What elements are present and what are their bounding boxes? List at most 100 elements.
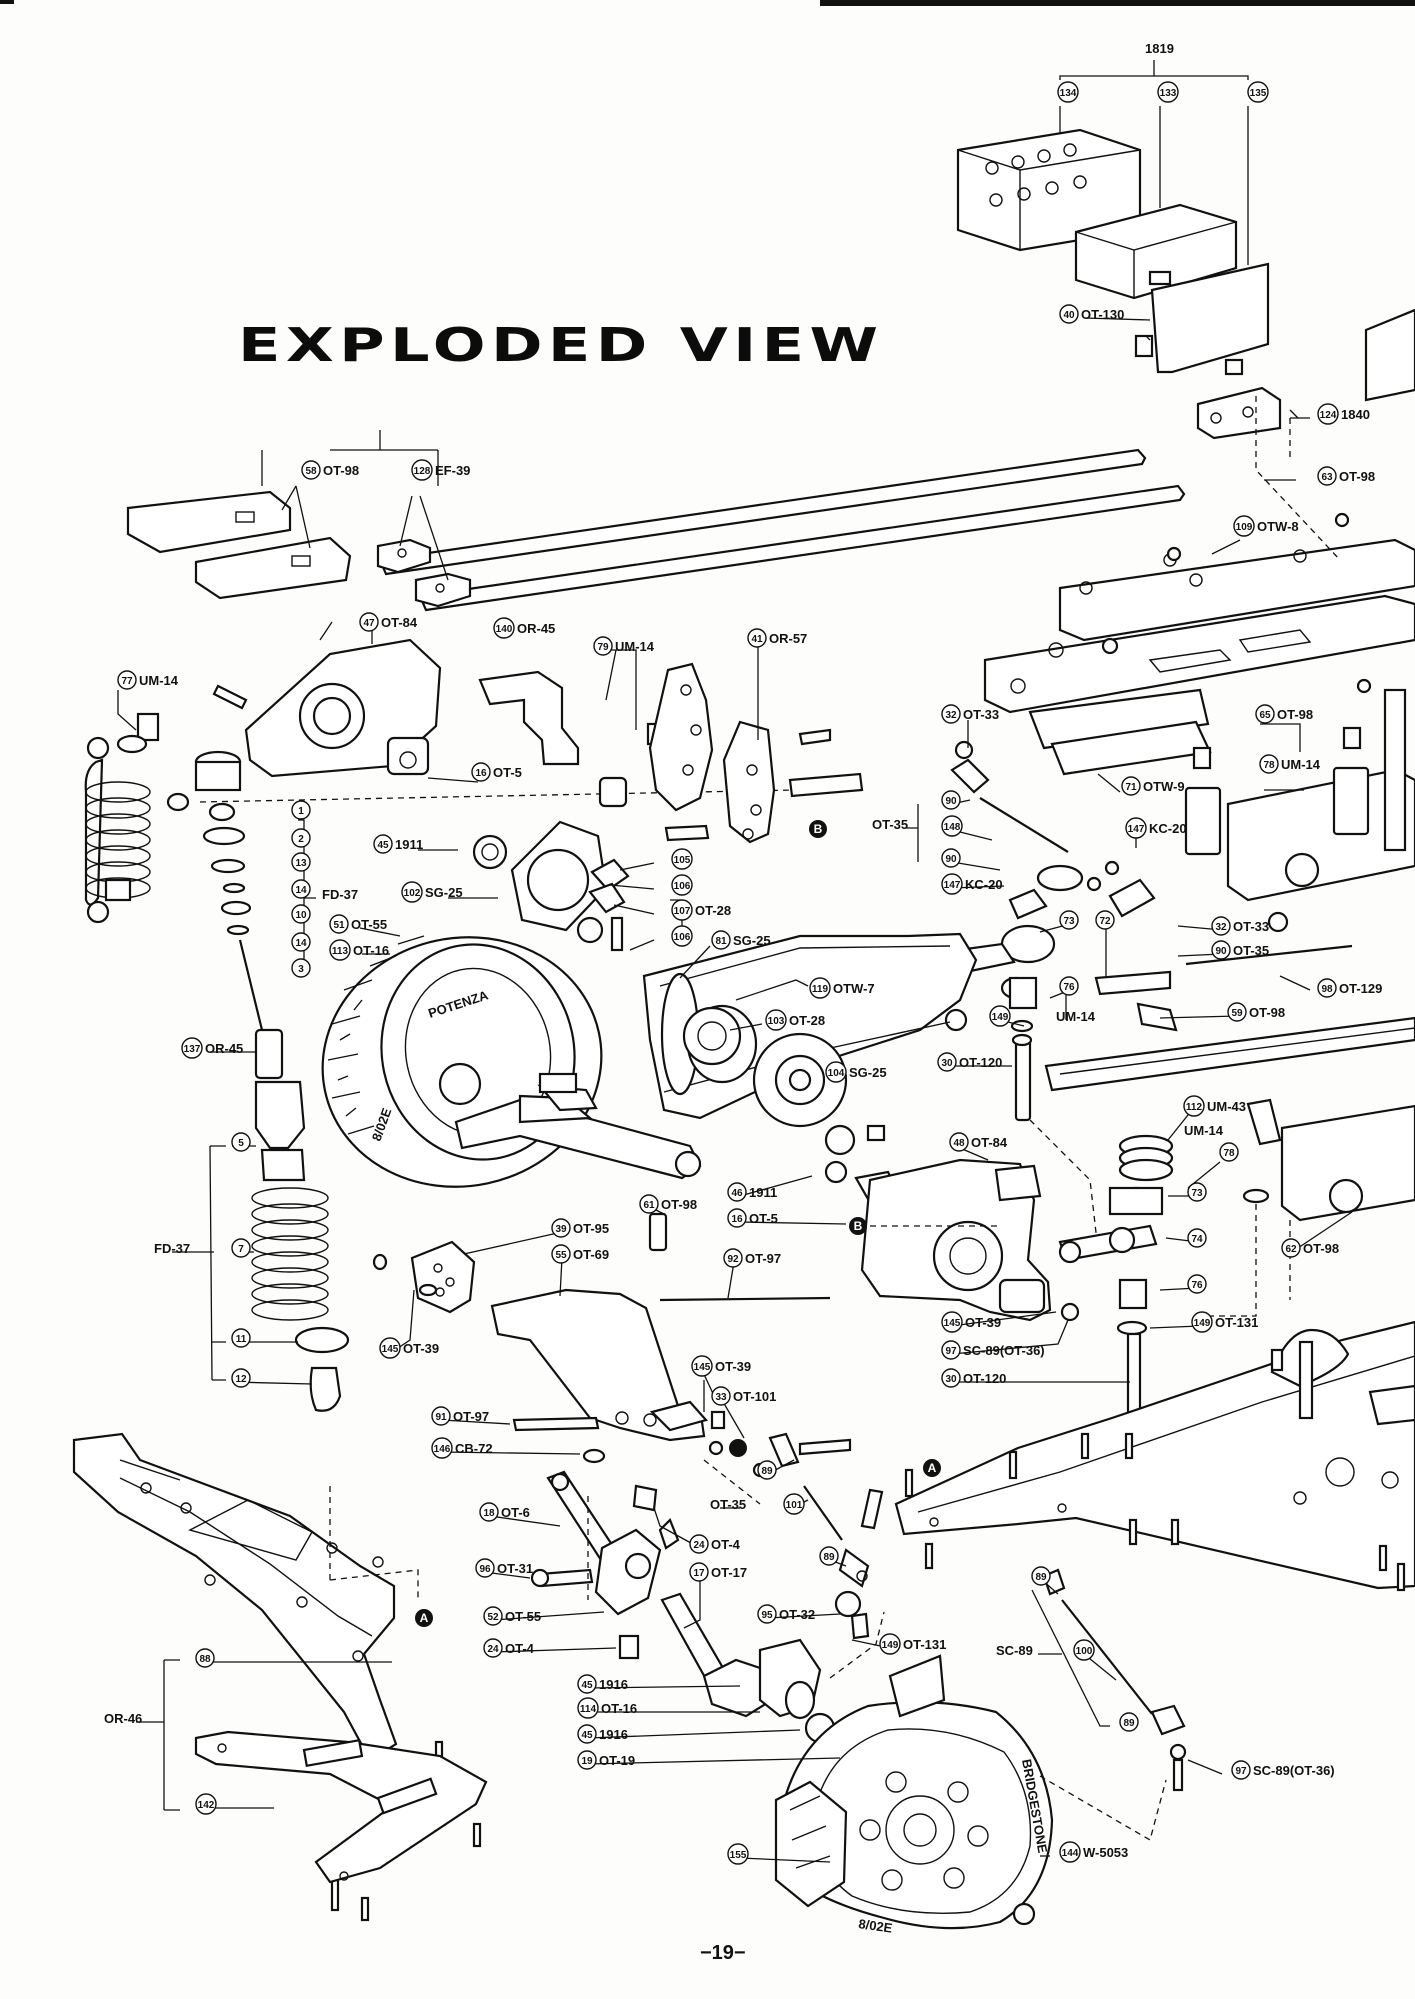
part-number: 149 — [882, 1640, 899, 1651]
marker-disc — [809, 820, 827, 838]
callout-106b: 106 — [671, 925, 693, 947]
callout-76b: 76 — [1187, 1274, 1207, 1294]
part-number: 145 — [944, 1318, 961, 1329]
part-number-circle — [231, 1368, 251, 1388]
part-number: 147 — [944, 880, 961, 891]
part-code: SC-89(OT-36) — [963, 1343, 1045, 1358]
part-number-circle — [825, 1061, 847, 1083]
callout-65: 65 OT-98 — [1255, 704, 1313, 724]
part-number-circle — [1031, 1566, 1051, 1586]
part-number-circle — [1259, 754, 1279, 774]
part-code: OT-55 — [505, 1609, 541, 1624]
part-number: 103 — [768, 1016, 785, 1027]
part-number-circle — [291, 800, 311, 820]
part-code: OT-17 — [711, 1565, 747, 1580]
part-number: 114 — [580, 1704, 597, 1715]
callout-um14c: UM-14 — [1184, 1123, 1224, 1138]
callout-um14b: UM-14 — [1056, 1009, 1096, 1024]
part-number: 135 — [1250, 88, 1267, 99]
marker-disc — [849, 1217, 867, 1235]
part-number-circle — [941, 873, 963, 895]
part-code: OT-69 — [573, 1247, 609, 1262]
part-number: 128 — [414, 466, 431, 477]
part-number: 112 — [1186, 1102, 1203, 1113]
callout-88: 88 — [195, 1648, 215, 1668]
part-code: OR-45 — [205, 1041, 243, 1056]
part-number-circle — [1231, 1760, 1251, 1780]
part-number: 5 — [238, 1138, 244, 1149]
part-number: 149 — [992, 1012, 1009, 1023]
callout-72: 72 — [1095, 910, 1115, 930]
callout-fd37b: FD-37 — [154, 1241, 190, 1256]
part-number: 65 — [1259, 710, 1271, 721]
part-number: 91 — [435, 1412, 447, 1423]
part-code: 1911 — [395, 837, 423, 852]
callout-3: 3 — [291, 958, 311, 978]
callout-105: 105 — [671, 848, 693, 870]
part-code: OT-97 — [745, 1251, 781, 1266]
part-number: 16 — [475, 768, 487, 779]
part-number-circle — [301, 460, 321, 480]
callout-155: 155 — [727, 1843, 749, 1865]
part-number: 51 — [333, 920, 345, 931]
part-code: OT-97 — [453, 1409, 489, 1424]
part-code: OT-98 — [1339, 469, 1375, 484]
part-number-circle — [1247, 81, 1269, 103]
part-code: FD-37 — [154, 1241, 190, 1256]
part-code: OR-45 — [517, 621, 555, 636]
part-number-circle — [1095, 910, 1115, 930]
part-number-circle — [577, 1674, 597, 1694]
callout-12: 12 — [231, 1368, 251, 1388]
callout-73b: 73 — [1187, 1182, 1207, 1202]
part-number: 77 — [121, 676, 133, 687]
part-code: OT-39 — [715, 1359, 751, 1374]
upper-deck — [983, 396, 1415, 776]
callout-89c: 89 — [1031, 1566, 1051, 1586]
part-number: 55 — [555, 1250, 567, 1261]
callout-135: 135 — [1247, 81, 1269, 103]
part-number-circle — [291, 879, 311, 899]
marker-b-0: B — [809, 820, 827, 838]
part-number: 30 — [945, 1374, 957, 1385]
part-number-circle — [1317, 466, 1337, 486]
part-number-circle — [479, 1502, 499, 1522]
part-number-circle — [1059, 1841, 1081, 1863]
part-code: OT-98 — [1303, 1241, 1339, 1256]
callout-ot35a: OT-35 — [872, 817, 908, 832]
part-code: UM-14 — [615, 639, 655, 654]
part-number: 19 — [581, 1756, 593, 1767]
part-number-circle — [475, 1558, 495, 1578]
part-number: 95 — [761, 1610, 773, 1621]
part-number-circle — [493, 617, 515, 639]
part-code: OT-98 — [1277, 707, 1313, 722]
part-number-circle — [1317, 403, 1339, 425]
part-number-circle — [757, 1604, 777, 1624]
part-number-circle — [1233, 515, 1255, 537]
callout-76a: 76 — [1059, 976, 1079, 996]
part-number: 76 — [1063, 982, 1075, 993]
part-number-circle — [1187, 1274, 1207, 1294]
part-number-circle — [1057, 81, 1079, 103]
part-number: 73 — [1191, 1188, 1203, 1199]
part-number: 90 — [945, 854, 957, 865]
part-code: 1916 — [599, 1677, 628, 1692]
part-number-circle — [577, 1697, 599, 1719]
